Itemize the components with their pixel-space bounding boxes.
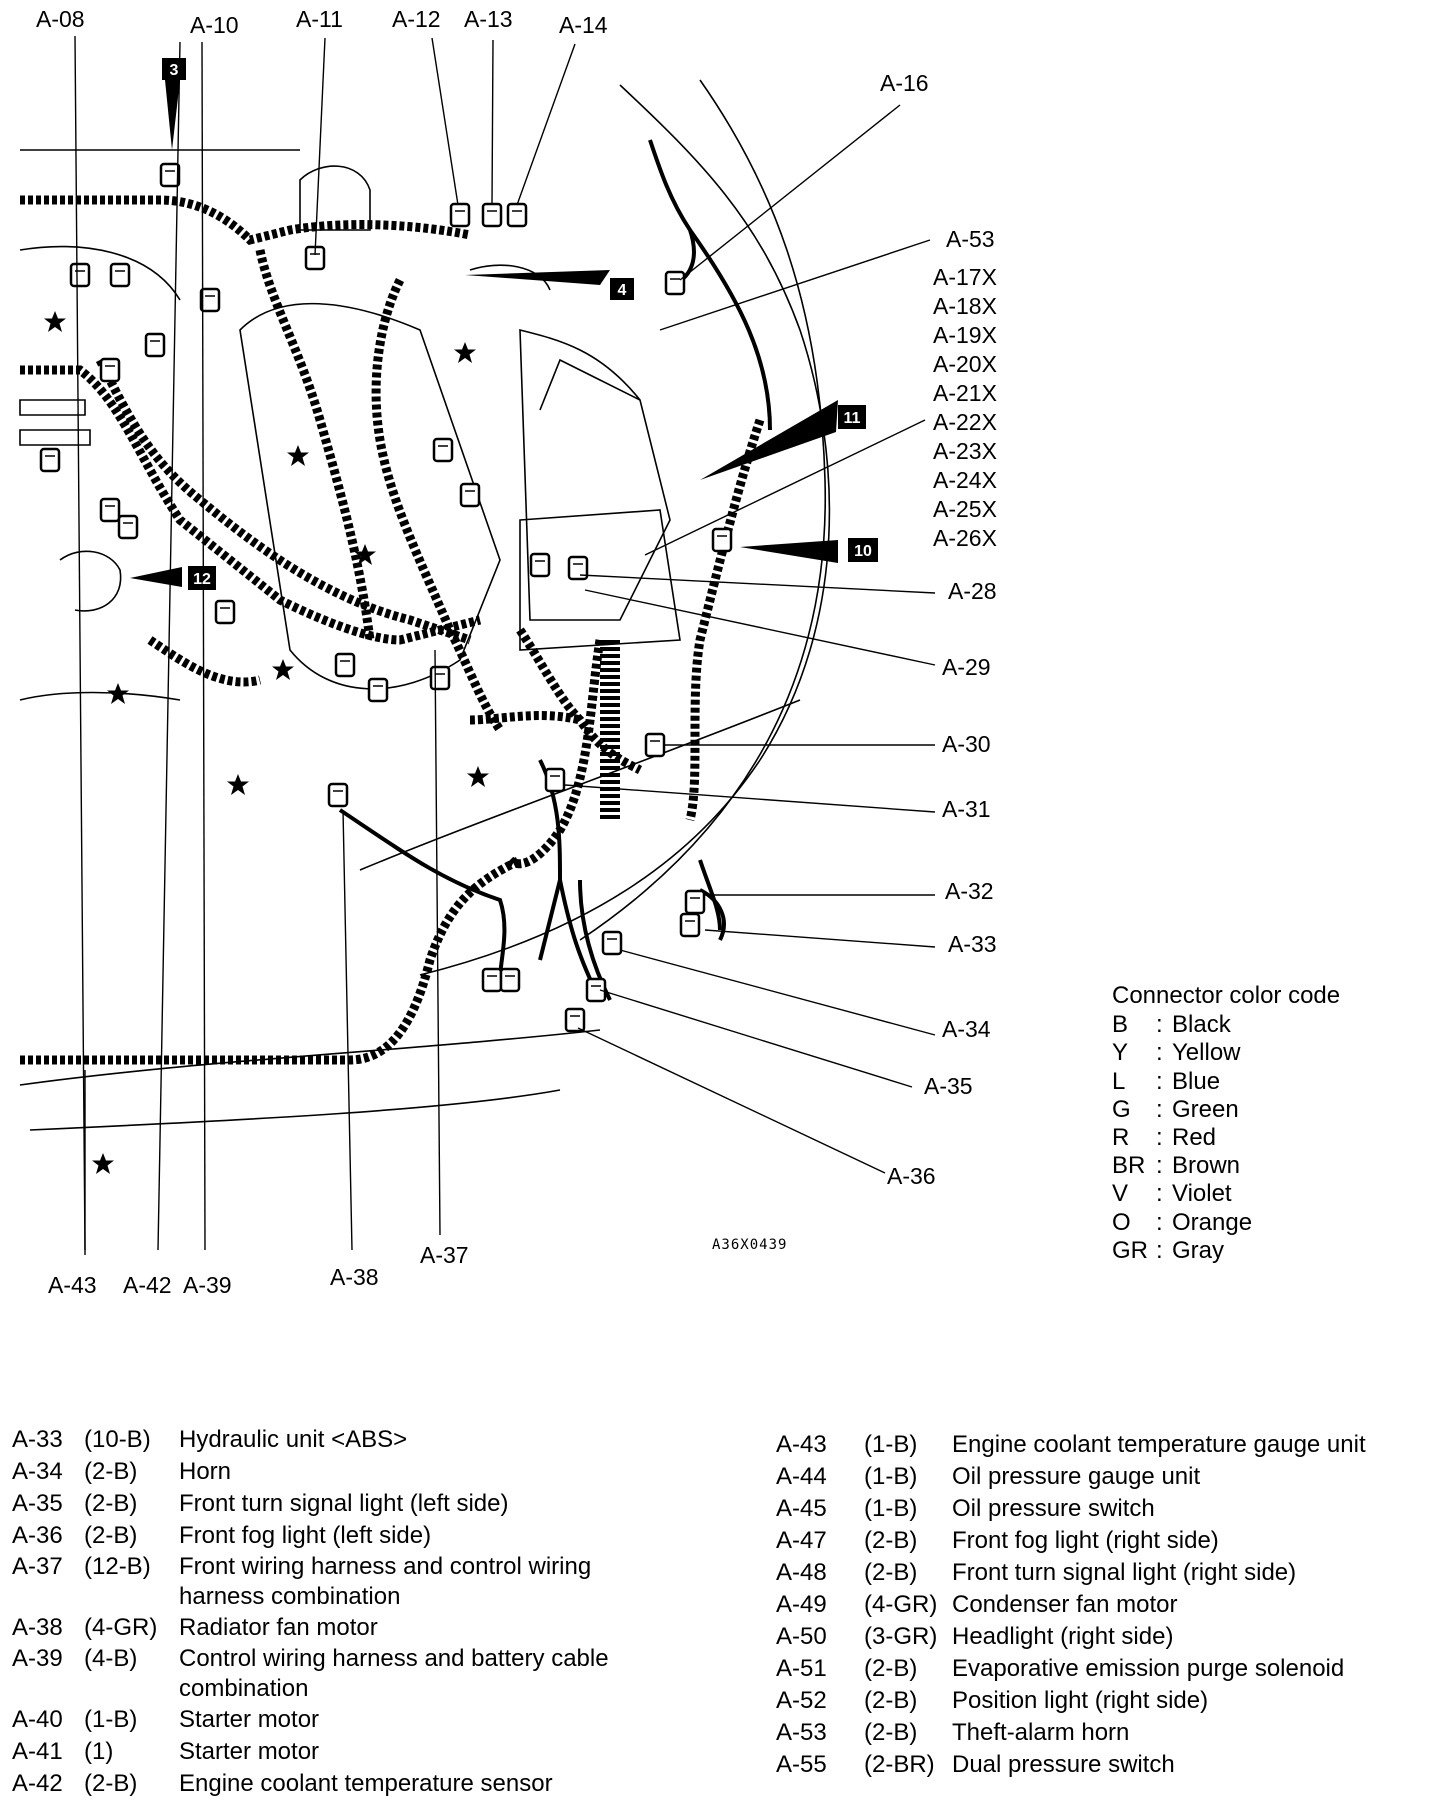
label-a23x: A-23X (933, 438, 997, 464)
label-a25x: A-25X (933, 496, 997, 522)
table-row: A-37(12-B)Front wiring harness and contr… (12, 1553, 592, 1610)
label-a34: A-34 (942, 1016, 991, 1042)
callout-11: 11 (844, 410, 861, 427)
label-a16: A-16 (880, 70, 929, 96)
label-a21x: A-21X (933, 380, 997, 406)
legend-item: GR:Gray (1112, 1236, 1225, 1264)
label-a17x: A-17X (933, 264, 997, 290)
table-row: A-44(1-B)Oil pressure gauge unit (776, 1463, 1201, 1490)
label-a30: A-30 (942, 731, 991, 757)
table-row: A-43(1-B)Engine coolant temperature gaug… (776, 1431, 1366, 1458)
label-a35: A-35 (924, 1073, 973, 1099)
harness-thin-wires (338, 139, 772, 1001)
label-a24x: A-24X (933, 467, 997, 493)
label-a10: A-10 (190, 12, 239, 38)
table-row: A-36(2-B)Front fog light (left side) (12, 1522, 432, 1549)
table-row: A-50(3-GR)Headlight (right side) (776, 1623, 1174, 1650)
label-a18x: A-18X (933, 293, 997, 319)
table-row: A-55(2-BR)Dual pressure switch (776, 1751, 1175, 1778)
table-row: A-34(2-B)Horn (12, 1458, 232, 1485)
legend-item: L:Blue (1112, 1067, 1221, 1095)
callout-12: 12 (193, 571, 211, 588)
label-a53: A-53 (946, 226, 995, 252)
connector-table-right: A-43(1-B)Engine coolant temperature gaug… (776, 1429, 1366, 1781)
table-row: A-38(4-GR)Radiator fan motor (12, 1614, 378, 1641)
table-row: A-45(1-B)Oil pressure switch (776, 1495, 1155, 1522)
table-row: A-48(2-B)Front turn signal light (right … (776, 1559, 1297, 1586)
label-a31: A-31 (942, 796, 991, 822)
callout-4: 4 (618, 282, 627, 299)
label-a12: A-12 (392, 6, 441, 32)
label-a19x: A-19X (933, 322, 997, 348)
table-row: A-35(2-B)Front turn signal light (left s… (12, 1490, 509, 1517)
label-a26x: A-26X (933, 525, 997, 551)
table-row: A-51(2-B)Evaporative emission purge sole… (776, 1655, 1345, 1682)
label-a38: A-38 (330, 1264, 379, 1290)
label-a29: A-29 (942, 654, 991, 680)
leader-lines (74, 35, 936, 1255)
wiring-harness (20, 195, 765, 1065)
label-a20x: A-20X (933, 351, 997, 377)
legend-title: Connector color code (1112, 982, 1341, 1009)
label-a28: A-28 (948, 578, 997, 604)
figure-code: A36X0439 (712, 1237, 788, 1253)
label-a32: A-32 (945, 878, 994, 904)
engine-bay-outline (19, 79, 831, 1131)
legend-item: Y:Yellow (1112, 1039, 1241, 1067)
table-row: A-53(2-B)Theft-alarm horn (776, 1719, 1130, 1746)
table-row: A-41(1)Starter motor (12, 1738, 320, 1765)
label-a13: A-13 (464, 6, 513, 32)
label-a36: A-36 (887, 1163, 936, 1189)
table-row: A-52(2-B)Position light (right side) (776, 1687, 1209, 1714)
table-row: A-39(4-B)Control wiring harness and batt… (12, 1645, 609, 1702)
label-a39: A-39 (183, 1272, 232, 1298)
table-row: A-42(2-B)Engine coolant temperature sens… (12, 1770, 553, 1797)
table-row: A-40(1-B)Starter motor (12, 1706, 320, 1733)
label-a22x: A-22X (933, 409, 997, 435)
label-a37: A-37 (420, 1242, 469, 1268)
callout-boxes (162, 58, 878, 590)
legend-item: O:Orange (1112, 1208, 1253, 1236)
ground-points (44, 311, 489, 1174)
label-a33: A-33 (948, 931, 997, 957)
label-a42: A-42 (123, 1272, 172, 1298)
label-a14: A-14 (559, 12, 608, 38)
table-row: A-47(2-B)Front fog light (right side) (776, 1527, 1219, 1554)
legend-item: R:Red (1112, 1124, 1217, 1152)
legend-item: B:Black (1112, 1011, 1231, 1039)
callout-3: 3 (170, 62, 179, 79)
table-row: A-33(10-B)Hydraulic unit <ABS> (12, 1426, 408, 1453)
connector-color-legend: Connector color code B:Black Y:Yellow L:… (1112, 982, 1340, 1265)
legend-item: BR:Brown (1112, 1152, 1241, 1180)
table-row: A-49(4-GR)Condenser fan motor (776, 1591, 1178, 1618)
label-a08: A-08 (36, 6, 85, 32)
callout-numbers: 3 4 11 10 12 (170, 62, 872, 588)
connector-table-left: A-33(10-B)Hydraulic unit <ABS> A-34(2-B)… (12, 1424, 609, 1800)
label-a11: A-11 (296, 6, 343, 32)
legend-item: G:Green (1112, 1095, 1239, 1123)
label-a43: A-43 (48, 1272, 97, 1298)
legend-item: V:Violet (1112, 1180, 1232, 1208)
callout-10: 10 (854, 543, 872, 560)
engine-harness-diagram: 3 4 11 10 12 (19, 35, 936, 1255)
callout-arrows (130, 80, 838, 587)
